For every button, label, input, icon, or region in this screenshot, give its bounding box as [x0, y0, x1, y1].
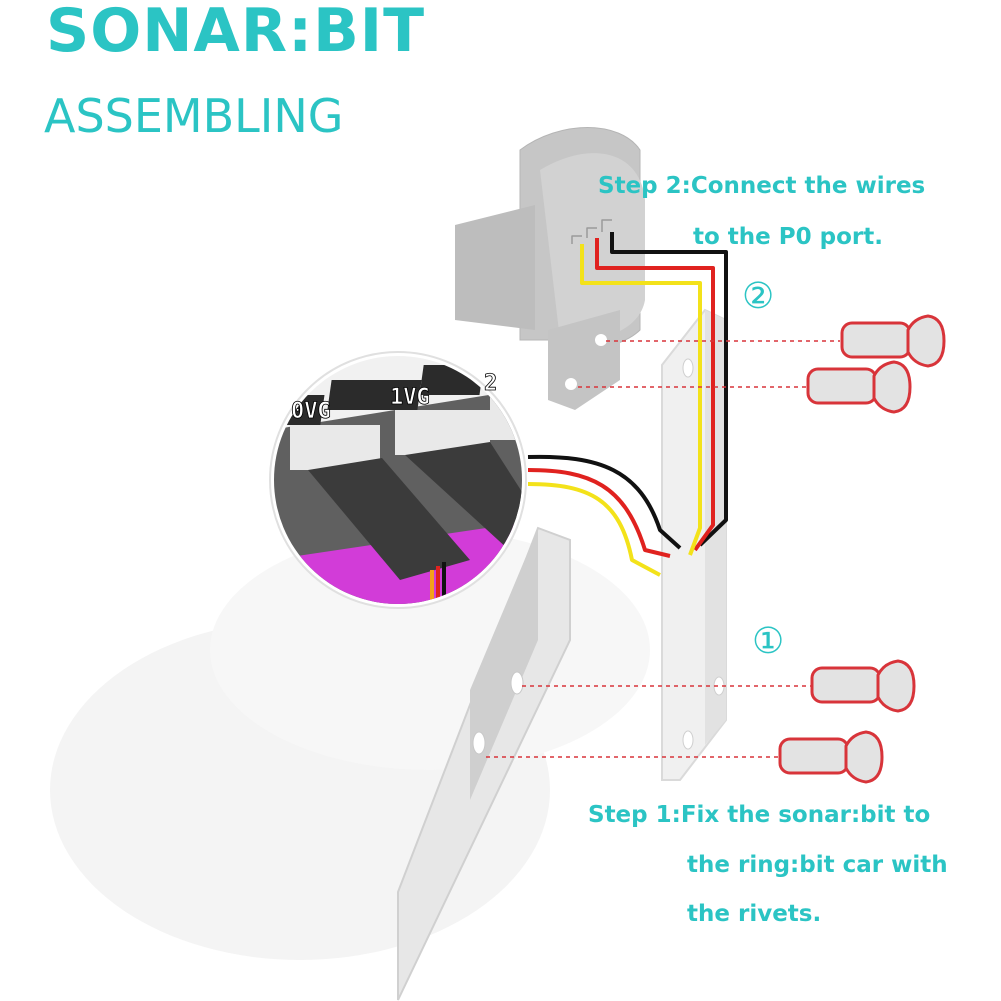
- step2-text-line1: Step 2:Connect the wires: [598, 173, 926, 199]
- step1-text-line2: the ring:bit car with: [687, 852, 948, 878]
- rivet-upper-1: [840, 314, 946, 368]
- step2-number: ②: [742, 276, 775, 317]
- rivet-upper-2: [806, 360, 912, 414]
- step2-text-line2: to the P0 port.: [693, 224, 883, 250]
- connector-label-port1: 1VG: [390, 385, 430, 410]
- page-subtitle: ASSEMBLING: [44, 89, 344, 143]
- rivet-lower-1: [810, 659, 916, 713]
- sonar-sensor: [455, 127, 645, 410]
- step1-text-line1: Step 1:Fix the sonar:bit to: [588, 802, 931, 828]
- step1-number: ①: [752, 621, 785, 662]
- connector-label-port2: 2: [484, 371, 497, 396]
- wire-red: [595, 238, 715, 552]
- rivets: [778, 314, 946, 784]
- connector-label-port0: 0VG: [291, 399, 331, 424]
- rivet-guide-lines: [486, 340, 840, 758]
- wire-black-lower: [527, 454, 682, 550]
- connection-wires: [527, 219, 728, 577]
- wire-black: [610, 232, 728, 547]
- car-mounting-plate: [397, 526, 571, 1001]
- wire-red-lower: [527, 468, 671, 558]
- step1-text-line3: the rivets.: [687, 901, 822, 927]
- page-title: SONAR:BIT: [46, 0, 426, 66]
- rivet-lower-2: [778, 730, 884, 784]
- wire-yellow: [580, 244, 702, 556]
- wire-yellow-lower: [527, 482, 661, 577]
- connector-closeup: 0VG 1VG 2: [269, 351, 527, 609]
